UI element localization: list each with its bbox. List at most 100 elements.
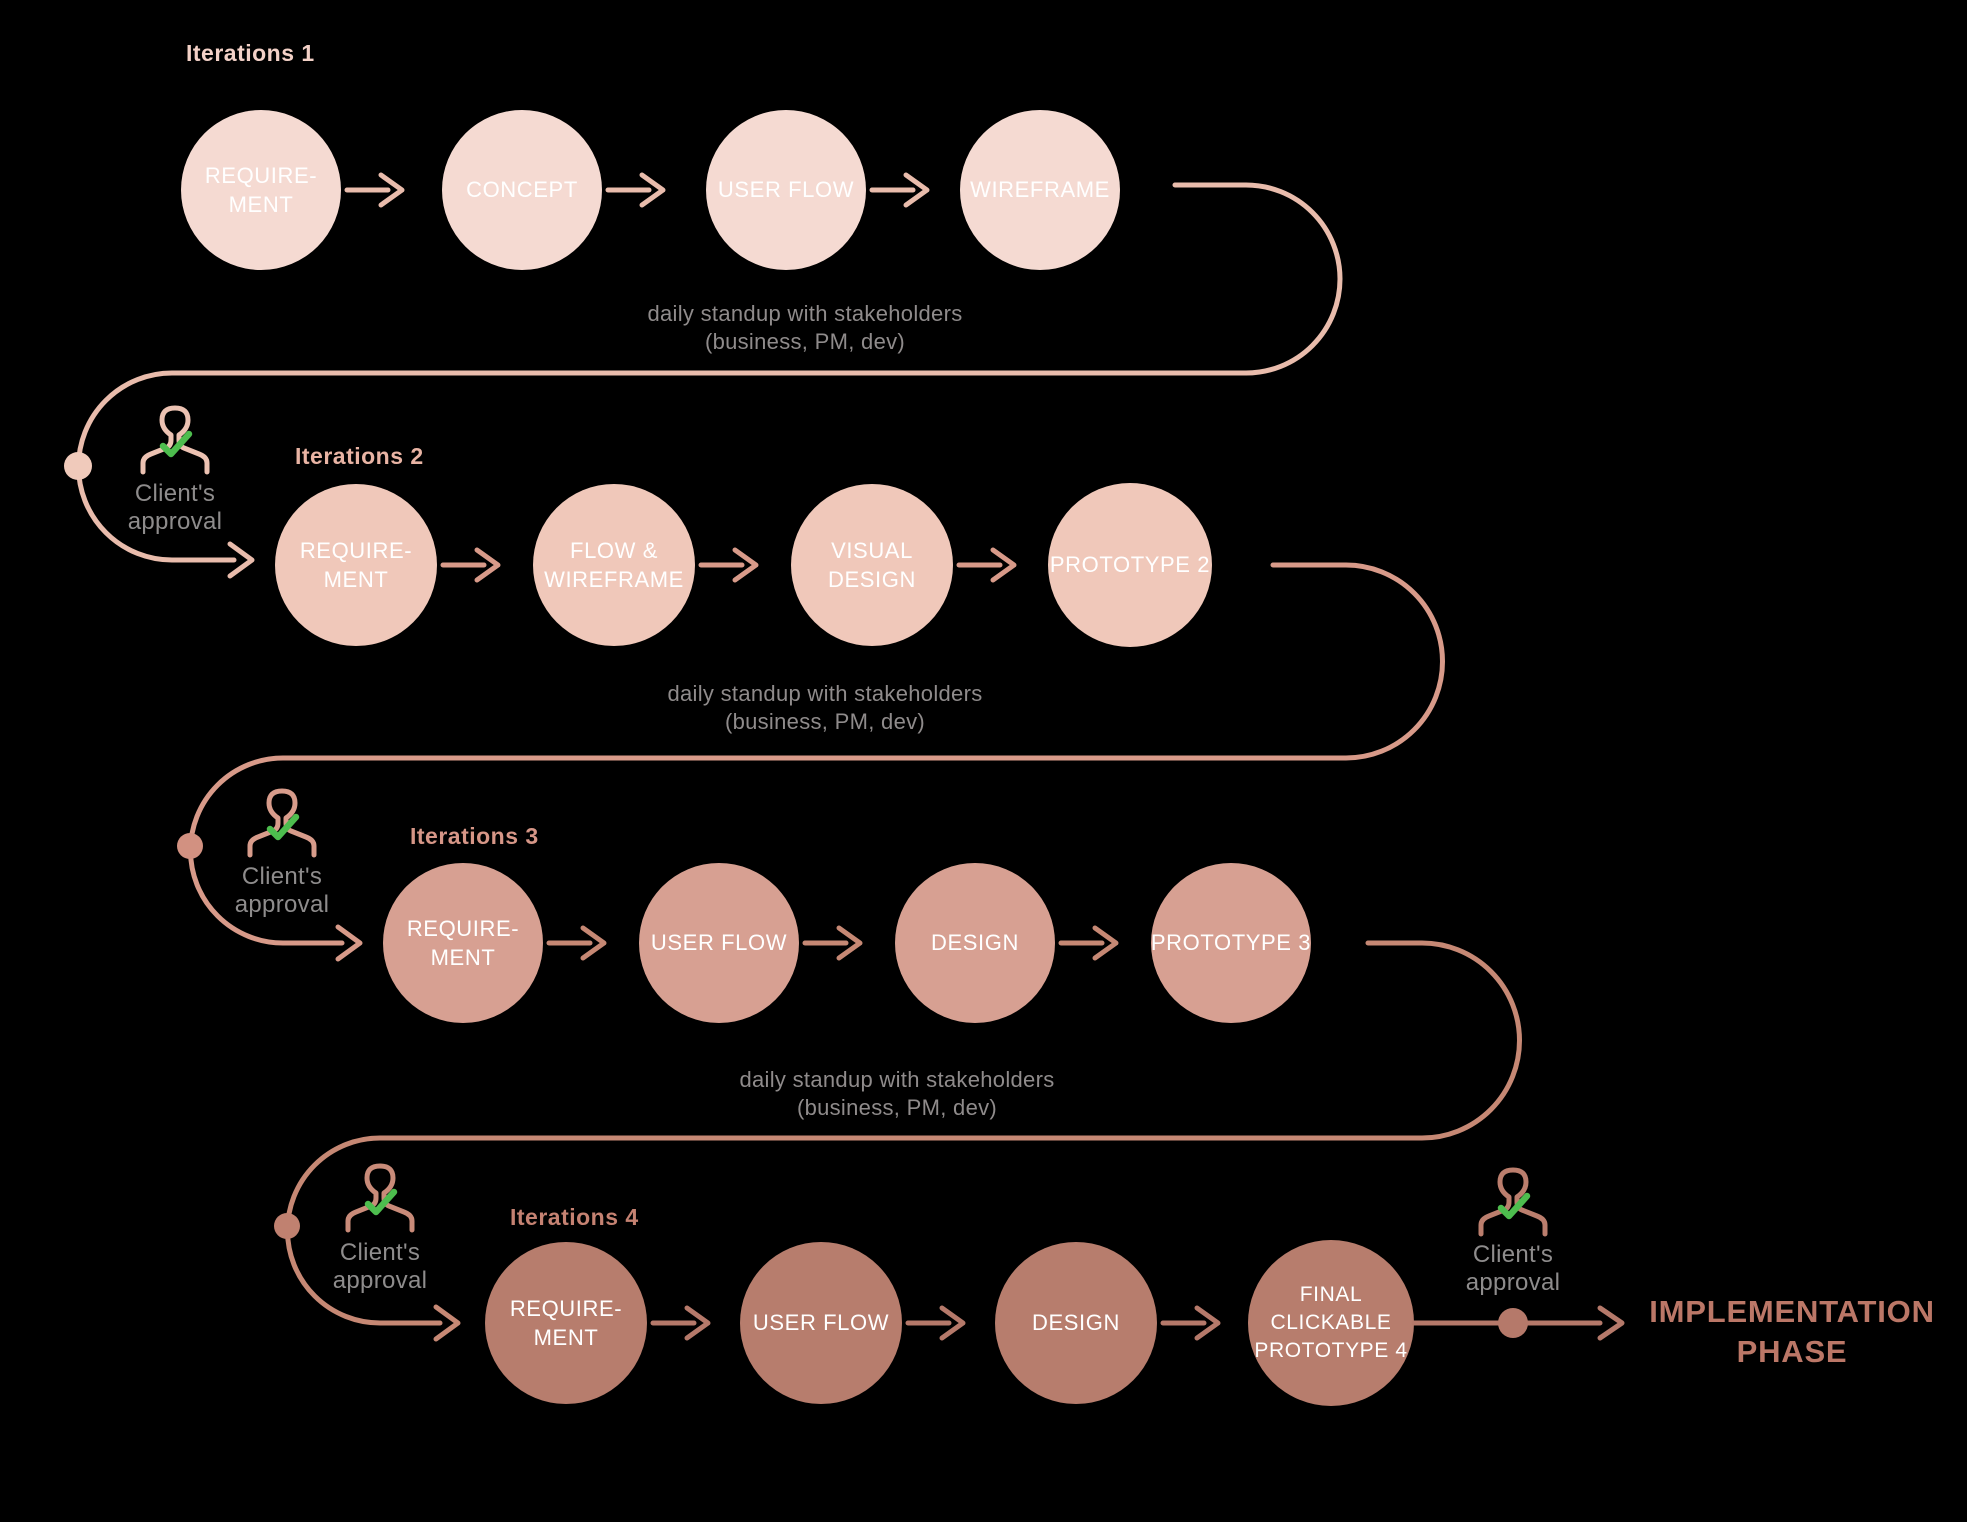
circle-label-line: WIREFRAME	[544, 567, 684, 592]
circle-user-flow-3	[639, 863, 799, 1023]
standup-note-line1: daily standup with stakeholders	[739, 1067, 1055, 1092]
standup-note-2: daily standup with stakeholders (busines…	[565, 680, 1085, 736]
loop-path-1	[76, 182, 1343, 563]
loop-path-2	[188, 562, 1445, 946]
circle-label-line: DESIGN	[931, 930, 1019, 956]
flow-arrow-head	[474, 547, 501, 583]
circle-label-line: PROTOTYPE 4	[1254, 1338, 1408, 1362]
circle-label-user-flow-4: USER FLOW	[729, 1261, 913, 1385]
circle-label-line: MENT	[323, 567, 389, 592]
clients-approval-label-4: Client's approval	[1403, 1241, 1623, 1297]
circle-label-user-flow-3: USER FLOW	[627, 881, 811, 1005]
flow-arrow-head	[639, 172, 666, 208]
flow-arrow-head	[1092, 925, 1119, 961]
flow-arrow-head	[990, 547, 1017, 583]
circle-label-line: PROTOTYPE 3	[1150, 930, 1312, 956]
approval-line1: Client's	[1472, 1241, 1554, 1268]
flow-arrow-head	[903, 172, 930, 208]
iteration-2-graphics	[177, 483, 1445, 962]
approval-line2: approval	[332, 1267, 428, 1294]
flow-arrow-head	[580, 925, 607, 961]
approval-line1: Client's	[339, 1239, 421, 1266]
checkmark-icon	[364, 1188, 398, 1216]
circle-label-line: DESIGN	[1032, 1310, 1120, 1336]
standup-note-line1: daily standup with stakeholders	[647, 301, 963, 326]
circle-requirement-4	[485, 1242, 647, 1404]
circle-label-line: USER FLOW	[752, 1310, 890, 1336]
flow-arrow-head	[939, 1305, 966, 1341]
person-outline	[345, 1163, 415, 1233]
circle-label-requirement-1: REQUIRE- MENT	[169, 128, 353, 252]
circle-label-requirement-2: REQUIRE- MENT	[264, 503, 448, 627]
flow-arrow-head	[378, 172, 405, 208]
flow-arrow-head	[836, 925, 863, 961]
clients-approval-label-2: Client's approval	[172, 863, 392, 919]
approval-line2: approval	[127, 508, 223, 535]
iteration-1-connectors	[76, 172, 1343, 579]
circle-label-line: PROTOTYPE 2	[1049, 552, 1211, 578]
iteration-2-label: Iterations 2	[295, 443, 424, 469]
iteration-2-connectors	[188, 547, 1445, 962]
circle-prototype-2	[1048, 483, 1212, 647]
circle-label-line: USER FLOW	[717, 177, 855, 203]
circle-label-design-3: DESIGN	[883, 881, 1067, 1005]
circle-label-wireframe: WIREFRAME	[948, 128, 1132, 252]
circle-visual-design	[791, 484, 953, 646]
iteration-4-connectors	[650, 1305, 1221, 1341]
loop-path-3	[285, 940, 1522, 1326]
circle-label-line: WIREFRAME	[970, 177, 1110, 203]
circle-label-line: REQUIRE-	[204, 162, 318, 188]
iteration-3-graphics	[274, 863, 1522, 1342]
implementation-line2: PHASE	[1736, 1334, 1848, 1369]
standup-note-line1: daily standup with stakeholders	[667, 681, 983, 706]
standup-note-1: daily standup with stakeholders (busines…	[545, 300, 1065, 356]
clients-approval-label-3: Client's approval	[270, 1239, 490, 1295]
implementation-phase-label: IMPLEMENTATION PHASE	[1632, 1292, 1952, 1372]
person-outline	[247, 788, 317, 858]
approval-line2: approval	[1465, 1269, 1561, 1296]
circle-design-3	[895, 863, 1055, 1023]
circle-label-line: CLICKABLE	[1270, 1311, 1392, 1335]
circle-label-design-4: DESIGN	[984, 1261, 1168, 1385]
circle-label-visual-design: VISUAL DESIGN	[780, 503, 964, 627]
person-icon	[140, 405, 210, 475]
approval-dot-3	[274, 1213, 300, 1239]
circle-flow-wireframe	[533, 484, 695, 646]
approval-line1: Client's	[134, 480, 216, 507]
clients-approval-label-1: Client's approval	[65, 480, 285, 536]
standup-note-3: daily standup with stakeholders (busines…	[637, 1066, 1157, 1122]
approval-line2: approval	[234, 891, 330, 918]
circle-label-line: USER FLOW	[650, 930, 788, 956]
circle-label-line: CONCEPT	[466, 177, 578, 203]
circle-user-flow-1	[706, 110, 866, 270]
circle-label-prototype-3: PROTOTYPE 3	[1139, 881, 1323, 1005]
circle-label-line: MENT	[430, 945, 496, 970]
circle-label-flow-wireframe: FLOW & WIREFRAME	[522, 503, 706, 627]
flow-arrow-head	[732, 547, 759, 583]
circle-label-line: FINAL	[1299, 1283, 1363, 1307]
circle-label-concept: CONCEPT	[430, 128, 614, 252]
circle-label-line: REQUIRE-	[406, 915, 520, 941]
final-arrow-head	[1597, 1305, 1625, 1341]
implementation-line1: IMPLEMENTATION	[1649, 1294, 1935, 1329]
circle-label-line: REQUIRE-	[509, 1295, 623, 1321]
person-icon	[247, 788, 317, 858]
circle-label-line: DESIGN	[828, 567, 916, 592]
loop-arrow-head-2	[335, 924, 363, 962]
circle-label-requirement-3: REQUIRE- MENT	[371, 881, 555, 1005]
person-outline	[1478, 1167, 1548, 1237]
person-outline	[140, 405, 210, 475]
iteration-1-label: Iterations 1	[186, 40, 315, 66]
standup-note-line2: (business, PM, dev)	[724, 709, 926, 734]
circle-label-prototype-2: PROTOTYPE 2	[1038, 503, 1222, 627]
person-icon	[1478, 1167, 1548, 1237]
iteration-4-graphics	[485, 1167, 1625, 1406]
approval-dot-2	[177, 833, 203, 859]
standup-note-line2: (business, PM, dev)	[704, 329, 906, 354]
circle-prototype-3	[1151, 863, 1311, 1023]
flow-arrow-head	[1194, 1305, 1221, 1341]
circle-requirement-3	[383, 863, 543, 1023]
circle-label-requirement-4: REQUIRE- MENT	[474, 1261, 658, 1385]
